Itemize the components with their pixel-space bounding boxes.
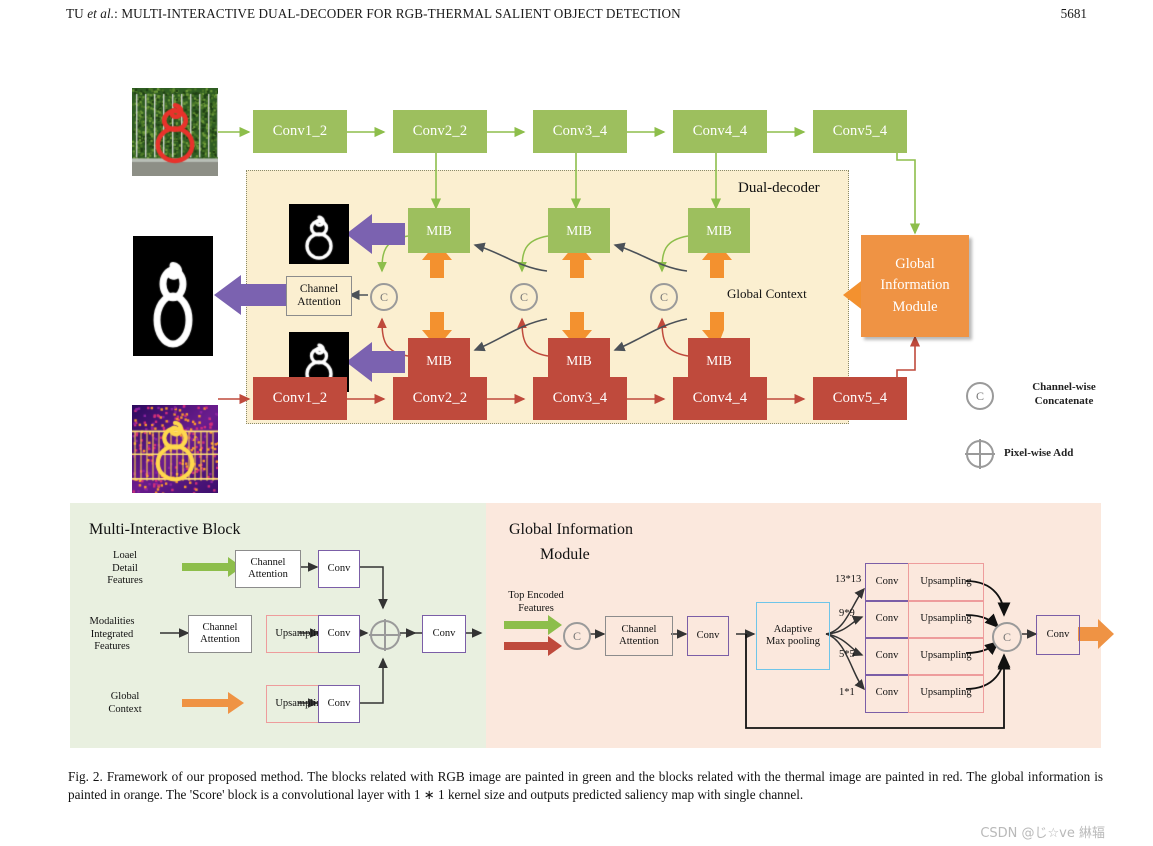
gi-branch3-conv[interactable]: Conv xyxy=(865,637,909,676)
dual-decoder-label: Dual-decoder xyxy=(738,180,820,197)
thermal-conv1-2-block[interactable]: Conv1_2 xyxy=(253,377,347,420)
rgb-conv4-4-block[interactable]: Conv4_4 xyxy=(673,110,767,153)
mi-input1-line1: Loael xyxy=(92,550,158,563)
rgb-conv5-4-block[interactable]: Conv5_4 xyxy=(813,110,907,153)
gi-conv-before-pool[interactable]: Conv xyxy=(687,616,729,656)
mi-row1-conv[interactable]: Conv xyxy=(318,550,360,588)
gi-branch2-conv[interactable]: Conv xyxy=(865,600,909,639)
mi-input-local-detail-label: Loael Detail Features xyxy=(92,550,158,588)
pixel-add-circle-icon xyxy=(370,620,400,650)
bottom-detail-panels: Multi-Interactive Block xyxy=(70,503,1101,748)
thermal-input-image xyxy=(132,405,218,493)
mi-row2-conv[interactable]: Conv xyxy=(318,615,360,653)
mib-thermal-stage3[interactable]: MIB xyxy=(688,338,750,383)
legend-add-label: Pixel-wise Add xyxy=(1004,446,1134,460)
gim-line3: Module xyxy=(892,297,937,318)
gi-input-line2: Features xyxy=(494,603,578,616)
rgb-conv1-2-block[interactable]: Conv1_2 xyxy=(253,110,347,153)
gi-branch4-conv[interactable]: Conv xyxy=(865,674,909,713)
global-information-module-block[interactable]: Global Information Module xyxy=(861,235,969,337)
mib-rgb-stage3[interactable]: MIB xyxy=(688,208,750,253)
legend-concat-label: Channel-wise Concatenate xyxy=(1004,380,1124,409)
mib-rgb-stage1[interactable]: MIB xyxy=(408,208,470,253)
rgb-input-image xyxy=(132,88,218,176)
gi-adaptive-max-pooling[interactable]: Adaptive Max pooling xyxy=(756,602,830,670)
global-context-label: Global Context xyxy=(727,286,807,302)
gi-pool-line1: Adaptive xyxy=(766,624,820,636)
concat-circle-stage1[interactable]: C xyxy=(370,283,398,311)
mi-output-conv[interactable]: Conv xyxy=(422,615,466,653)
running-head: TU et al.: MULTI-INTERACTIVE DUAL-DECODE… xyxy=(66,6,1087,28)
concat-circle-stage3[interactable]: C xyxy=(650,283,678,311)
gi-branch1-upsampling[interactable]: Upsampling xyxy=(908,563,984,602)
gi-channel-attention[interactable]: Channel Attention xyxy=(605,616,673,656)
final-saliency-map xyxy=(133,236,213,356)
mib-rgb-stage2[interactable]: MIB xyxy=(548,208,610,253)
mi-input2-line3: Features xyxy=(66,641,158,654)
running-head-suffix: : MULTI-INTERACTIVE DUAL-DECODER FOR RGB… xyxy=(114,6,681,21)
channel-attention-line2: Attention xyxy=(297,296,340,309)
legend: C Channel-wise Concatenate Pixel-wise Ad… xyxy=(966,378,1146,488)
mib-thermal-stage1[interactable]: MIB xyxy=(408,338,470,383)
figure-caption: Fig. 2. Framework of our proposed method… xyxy=(68,768,1103,804)
gi-input-label: Top Encoded Features xyxy=(494,590,578,615)
page-number: 5681 xyxy=(1061,6,1087,22)
legend-concat-line1: Channel-wise xyxy=(1004,380,1124,394)
mi-panel-title: Multi-Interactive Block xyxy=(89,521,241,539)
gi-branch4-upsampling[interactable]: Upsampling xyxy=(908,674,984,713)
decoder-channel-attention-block[interactable]: Channel Attention xyxy=(286,276,352,316)
mi-input1-line2: Detail xyxy=(92,563,158,576)
gi-final-conv[interactable]: Conv xyxy=(1036,615,1080,655)
gi-branch3-upsampling[interactable]: Upsampling xyxy=(908,637,984,676)
thermal-conv2-2-block[interactable]: Conv2_2 xyxy=(393,377,487,420)
channel-attention-line1: Channel xyxy=(300,283,338,296)
thermal-conv5-4-block[interactable]: Conv5_4 xyxy=(813,377,907,420)
pixel-add-circle-icon xyxy=(966,440,994,468)
concat-circle-stage2[interactable]: C xyxy=(510,283,538,311)
mi-input2-line2: Integrated xyxy=(66,629,158,642)
gi-panel-title-line1: Global Information xyxy=(509,521,633,539)
legend-concat-line2: Concatenate xyxy=(1004,394,1124,408)
gi-branch2-upsampling[interactable]: Upsampling xyxy=(908,600,984,639)
mi-row3-conv[interactable]: Conv xyxy=(318,685,360,723)
gi-pool-line2: Max pooling xyxy=(766,636,820,648)
thermal-conv4-4-block[interactable]: Conv4_4 xyxy=(673,377,767,420)
gi-panel-title-line2: Module xyxy=(540,546,590,564)
concat-circle-icon: C xyxy=(966,382,994,410)
mi-input2-line1: Modalities xyxy=(66,616,158,629)
mi-row2-channel-attention[interactable]: Channel Attention xyxy=(188,615,252,653)
gi-kernel-label-9: 9*9 xyxy=(839,608,855,621)
gi-kernel-label-13: 13*13 xyxy=(835,574,861,587)
gim-line1: Global xyxy=(895,254,934,275)
watermark: CSDN @じ☆ve 綝辐 xyxy=(980,822,1105,841)
gi-kernel-label-1: 1*1 xyxy=(839,687,855,700)
mi-input-modalities-label: Modalities Integrated Features xyxy=(66,616,158,654)
mib-thermal-stage2[interactable]: MIB xyxy=(548,338,610,383)
running-head-title: TU et al.: MULTI-INTERACTIVE DUAL-DECODE… xyxy=(66,6,681,22)
rgb-conv2-2-block[interactable]: Conv2_2 xyxy=(393,110,487,153)
mi-input-global-context-label: Global Context xyxy=(92,691,158,716)
mi-input3-line1: Global xyxy=(92,691,158,704)
gi-input-line1: Top Encoded xyxy=(494,590,578,603)
running-head-etal: et al. xyxy=(87,6,114,21)
thermal-conv3-4-block[interactable]: Conv3_4 xyxy=(533,377,627,420)
gi-concat-circle-input[interactable]: C xyxy=(563,622,591,650)
gi-kernel-label-5: 5*5 xyxy=(839,649,855,662)
mi-row1-channel-attention[interactable]: Channel Attention xyxy=(235,550,301,588)
running-head-prefix: TU xyxy=(66,6,87,21)
gim-line2: Information xyxy=(880,275,949,296)
mi-input1-line3: Features xyxy=(92,575,158,588)
rgb-branch-saliency-map xyxy=(289,204,349,264)
gi-branch1-conv[interactable]: Conv xyxy=(865,563,909,602)
rgb-conv3-4-block[interactable]: Conv3_4 xyxy=(533,110,627,153)
mi-input3-line2: Context xyxy=(92,704,158,717)
gi-concat-circle-output[interactable]: C xyxy=(992,622,1022,652)
